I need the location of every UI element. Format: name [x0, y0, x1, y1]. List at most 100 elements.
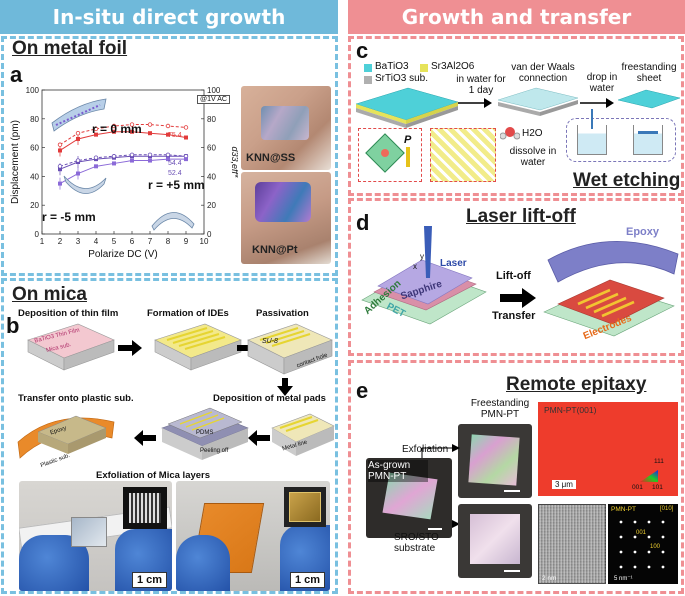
- series-line: [59, 158, 186, 185]
- wafer-pdms-peel: [161, 407, 249, 460]
- saed-spots: [619, 520, 665, 569]
- data-point: [111, 154, 117, 159]
- wafer-thin-film: [27, 323, 115, 371]
- panel-c: [348, 36, 684, 196]
- data-point: [75, 131, 81, 136]
- substrate-photo: [458, 504, 532, 578]
- wafer-metal-pads: [271, 413, 335, 456]
- x-tick-label: 6: [130, 237, 135, 246]
- step-metal-pads: Deposition of metal pads: [213, 393, 326, 404]
- saed-spot-001: 001: [636, 530, 647, 536]
- data-point: [184, 157, 188, 162]
- y2-tick-label: 0: [207, 230, 212, 239]
- label-laser: Laser: [440, 258, 467, 269]
- panel-a-letter: a: [10, 62, 23, 87]
- header-growth-transfer: Growth and transfer: [348, 0, 685, 34]
- x-axis-label: Polarize DC (V): [88, 249, 157, 260]
- y-tick-label: 0: [35, 230, 40, 239]
- knn-pt-label: KNN@Pt: [252, 244, 298, 256]
- curve-label-0mm: r = 0 mm: [92, 122, 142, 136]
- x-tick-label: 8: [166, 237, 171, 246]
- y-tick-label: 60: [30, 144, 39, 153]
- data-point: [147, 152, 153, 157]
- x-tick-label: 2: [58, 237, 63, 246]
- y-tick-label: 40: [30, 172, 39, 181]
- data-point: [75, 158, 81, 163]
- step-water-1day: in water for 1 day: [456, 74, 506, 96]
- step-drop-water: drop in water: [586, 72, 618, 94]
- label-sro-sto: SRO/STO substrate: [394, 532, 439, 554]
- x-tick-label: 4: [94, 237, 99, 246]
- step-vdw-connection: van der Waals connection: [511, 62, 575, 84]
- flat-foil-inset: [51, 98, 107, 132]
- y-tick-label: 100: [26, 86, 40, 95]
- value-label-75: 75.4: [168, 132, 182, 139]
- y2-tick-label: 40: [207, 172, 216, 181]
- y-tick-label: 20: [30, 201, 39, 210]
- wafer-passivation: [247, 323, 333, 375]
- label-freestanding-pmnpt: Freestanding PMN-PT: [470, 398, 530, 420]
- panel-b: [1, 278, 338, 594]
- legend-batio3: BaTiO3: [375, 61, 409, 72]
- y2-tick-label: 100: [207, 86, 221, 95]
- scalebar-left: 1 cm: [132, 572, 168, 588]
- data-point: [165, 123, 171, 129]
- y2-tick-label: 80: [207, 115, 216, 124]
- chart-legend-box: @1V AC: [197, 95, 230, 104]
- color-key-triangle: [640, 470, 658, 482]
- curve-label-minus5mm: r = -5 mm: [42, 210, 96, 224]
- convex-foil-inset: [151, 212, 195, 231]
- series-line: [59, 155, 186, 170]
- step-freestanding: freestanding sheet: [621, 62, 677, 84]
- legend-swatch-batio3: [364, 64, 372, 72]
- knn-ss-photo: [241, 86, 331, 170]
- x-tick-label: 5: [112, 237, 117, 246]
- arrow-down: [277, 378, 293, 396]
- data-point: [183, 125, 189, 130]
- as-grown-photo: [366, 458, 452, 538]
- data-point: [57, 142, 63, 147]
- label-dissolve: dissolve in water: [509, 146, 557, 168]
- wafer-plastic-transfer: [17, 415, 115, 459]
- sr3al2o6-structure: [430, 128, 496, 182]
- label-exfoliation-e: Exfoliation: [402, 444, 449, 455]
- label-peeling-off: Peeling off: [200, 448, 229, 454]
- data-point: [94, 164, 98, 169]
- freestanding-sheet: [617, 89, 681, 109]
- panel-a-title: On metal foil: [12, 38, 128, 59]
- panel-e-letter: e: [356, 378, 369, 403]
- saed-spot-100: 100: [650, 544, 661, 550]
- axis-y: y: [420, 252, 424, 261]
- panel-c-letter: c: [356, 38, 369, 63]
- freestanding-photo: [458, 424, 532, 498]
- legend-swatch-sr3al2o6: [420, 64, 428, 72]
- laser-stack: [361, 226, 487, 325]
- label-pdms: PDMS: [196, 430, 214, 436]
- value-label-54: 54.4: [168, 160, 182, 167]
- panel-d-title: Laser lift-off: [466, 206, 576, 227]
- saed-pattern: [608, 504, 678, 584]
- arrow-c-2: [580, 98, 614, 108]
- panel-d: [348, 198, 684, 356]
- plot-frame: [41, 89, 205, 235]
- panel-e: [348, 360, 684, 594]
- epoxy-electrodes: [543, 241, 679, 337]
- key-001: 001: [632, 484, 643, 491]
- panel-b-title: On mica: [12, 284, 87, 305]
- data-point: [93, 155, 99, 160]
- data-point: [147, 122, 153, 127]
- data-point: [57, 164, 63, 169]
- exfoliation-mica-title: Exfoliation of Mica layers: [96, 470, 211, 481]
- y-tick-label: 80: [30, 115, 39, 124]
- label-h2o: H2O: [522, 128, 543, 139]
- scalebar-right: 1 cm: [290, 572, 326, 588]
- label-lift-off: Lift-off: [496, 270, 531, 282]
- data-point: [184, 135, 188, 140]
- x-tick-label: 1: [40, 237, 45, 246]
- label-as-grown: As-grown PMN-PT: [368, 460, 428, 482]
- legend-srtio3: SrTiO3 sub.: [375, 73, 428, 84]
- legend-swatch-srtio3: [364, 76, 372, 84]
- label-transfer: Transfer: [492, 310, 536, 322]
- arrow-left-1: [134, 430, 156, 446]
- y2-tick-label: 60: [207, 144, 216, 153]
